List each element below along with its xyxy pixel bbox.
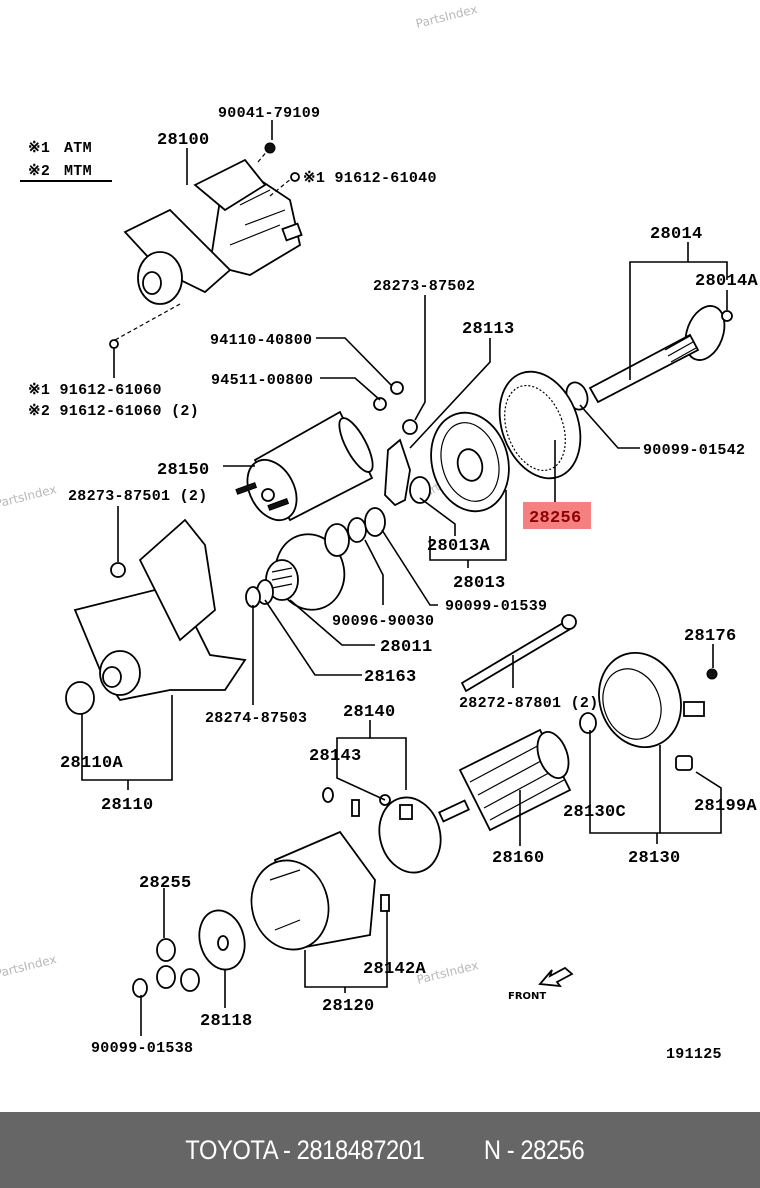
part-label[interactable]: 90096-90030 (332, 613, 434, 630)
part-label[interactable]: ※1 91612-61040 (303, 170, 437, 187)
part-labels: 90041-79109 28100 ※1 91612-61040 ※1 9161… (28, 105, 759, 1057)
front-indicator: FRONT (508, 966, 574, 1002)
part-label[interactable]: 90099-01538 (91, 1040, 193, 1057)
part-label[interactable]: 28272-87801 (2) (459, 695, 599, 712)
part-label[interactable]: 28011 (380, 638, 433, 657)
part-label[interactable]: 28140 (343, 703, 396, 722)
part-label[interactable]: 28113 (462, 320, 515, 339)
part-label[interactable]: 28273-87502 (373, 278, 475, 295)
dashed-leader (269, 177, 293, 197)
highlighted-part-label[interactable]: 28256 (529, 509, 582, 528)
legend-label-1: ATM (64, 140, 92, 157)
watermark: PartsIndex (414, 2, 479, 31)
pinion-shaft-drawing (565, 305, 733, 411)
part-label[interactable]: 28130C (563, 803, 626, 822)
part-label[interactable]: 28110A (60, 754, 124, 773)
clutch-pinion-drawing (245, 507, 386, 611)
diagram-code: 191125 (666, 1046, 722, 1063)
part-label[interactable]: 28142A (363, 960, 427, 979)
small-parts-drawing (132, 909, 246, 998)
starter-assembly-drawing (123, 142, 303, 305)
yoke-drawing (250, 787, 390, 951)
footer-brand-part-number: TOYOTA - 2818487201 (185, 1134, 425, 1165)
brush-holder-drawing (378, 794, 442, 874)
part-label[interactable]: 28013 (453, 574, 506, 593)
bolt-marker-b (109, 339, 119, 349)
part-label[interactable]: ※2 91612-61060 (2) (28, 403, 199, 420)
bolt-marker-b (290, 172, 300, 182)
part-label[interactable]: 28143 (309, 747, 362, 766)
part-label[interactable]: 28160 (492, 849, 545, 868)
drive-housing-drawing (65, 518, 247, 715)
through-bolt-drawing (460, 614, 577, 693)
front-arrow-icon (538, 966, 574, 988)
part-label[interactable]: 28150 (157, 461, 210, 480)
watermark: PartsIndex (0, 952, 58, 981)
part-label[interactable]: ※1 91612-61060 (28, 382, 162, 399)
part-label[interactable]: 28120 (322, 997, 375, 1016)
front-label: FRONT (508, 991, 546, 1002)
part-label[interactable]: 94511-00800 (211, 372, 313, 389)
part-label[interactable]: 28163 (364, 668, 417, 687)
part-label[interactable]: 28199A (694, 797, 758, 816)
watermark: PartsIndex (0, 482, 58, 511)
dashed-leader (257, 149, 269, 163)
legend-mark-2: ※2 (28, 163, 50, 180)
part-label[interactable]: 28255 (139, 874, 192, 893)
part-label[interactable]: 28014 (650, 225, 703, 244)
part-label[interactable]: 28274-87503 (205, 710, 307, 727)
planetary-gear-drawing (409, 370, 582, 513)
footer-bar: TOYOTA - 2818487201 N - 28256 (0, 1112, 760, 1188)
part-label[interactable]: 28100 (157, 131, 210, 150)
armature-drawing (438, 728, 572, 832)
part-label[interactable]: 28110 (101, 796, 154, 815)
part-label[interactable]: 90099-01542 (643, 442, 745, 459)
part-label[interactable]: 28013A (427, 537, 491, 556)
legend-label-2: MTM (64, 163, 92, 180)
part-label[interactable]: 90099-01539 (445, 598, 547, 615)
part-label[interactable]: 28014A (695, 272, 759, 291)
part-label[interactable]: 28130 (628, 849, 681, 868)
legend-mark-1: ※1 (28, 140, 50, 157)
highlight-box (523, 502, 591, 529)
part-label[interactable]: 28176 (684, 627, 737, 646)
starter-exploded-diagram: PartsIndex PartsIndex PartsIndex PartsIn… (0, 2, 759, 1063)
part-label[interactable]: 94110-40800 (210, 332, 312, 349)
highlighted-part-28256[interactable]: 28256 (523, 502, 591, 529)
footer-reference-number: N - 28256 (483, 1134, 585, 1165)
end-frame-drawing (579, 651, 718, 771)
part-label[interactable]: 90041-79109 (218, 105, 320, 122)
solenoid-drawing (235, 381, 418, 522)
part-label[interactable]: 28273-87501 (2) (68, 488, 208, 505)
leader-lines (81, 120, 728, 1036)
part-label[interactable]: 28118 (200, 1012, 253, 1031)
legend: ※1 ATM ※2 MTM (20, 140, 112, 182)
dashed-leader (114, 303, 181, 341)
